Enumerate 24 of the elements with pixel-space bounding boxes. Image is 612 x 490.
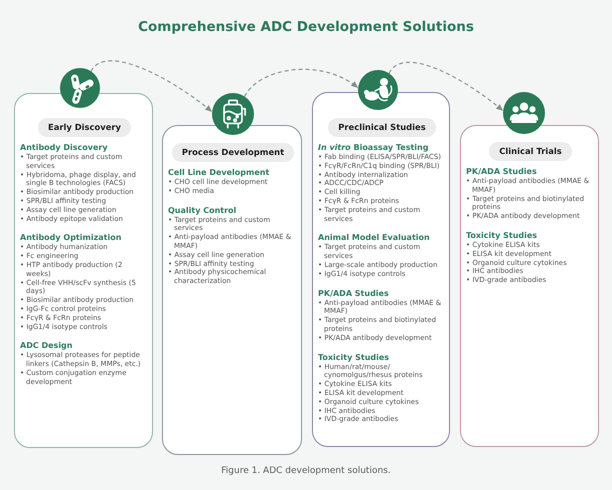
section-heading: PK/ADA Studies bbox=[466, 166, 537, 177]
section-heading: Antibody Discovery bbox=[20, 142, 108, 153]
title: Comprehensive ADC Development Solutions bbox=[138, 19, 474, 36]
stage-heading: Early Discovery bbox=[38, 118, 131, 137]
stage-heading: Process Development bbox=[172, 143, 294, 162]
section-heading: Quality Control bbox=[168, 204, 236, 216]
stage-heading: Preclinical Studies bbox=[328, 118, 436, 137]
figure-caption: Figure 1. ADC development solutions. bbox=[221, 465, 391, 477]
section-heading: In vitro Bioassay Testing bbox=[318, 142, 428, 153]
stage-heading: Clinical Trials bbox=[489, 142, 572, 161]
section-heading: Toxicity Studies bbox=[466, 230, 538, 241]
section-heading: Antibody Optimization bbox=[20, 232, 122, 244]
stage-card bbox=[14, 93, 153, 448]
dashed-arrow bbox=[244, 68, 358, 97]
dashed-arrow bbox=[90, 60, 212, 112]
section-heading: Cell Line Development bbox=[168, 167, 270, 178]
dashed-arrow bbox=[388, 62, 504, 112]
section-heading: PK/ADA Studies bbox=[318, 288, 389, 299]
stage-card bbox=[460, 125, 599, 447]
section-heading: Toxicity Studies bbox=[318, 352, 390, 363]
stage-card bbox=[162, 125, 302, 455]
section-heading: Animal Model Evaluation bbox=[318, 232, 430, 244]
section-heading: ADC Design bbox=[20, 340, 72, 352]
stage-card bbox=[312, 92, 450, 447]
